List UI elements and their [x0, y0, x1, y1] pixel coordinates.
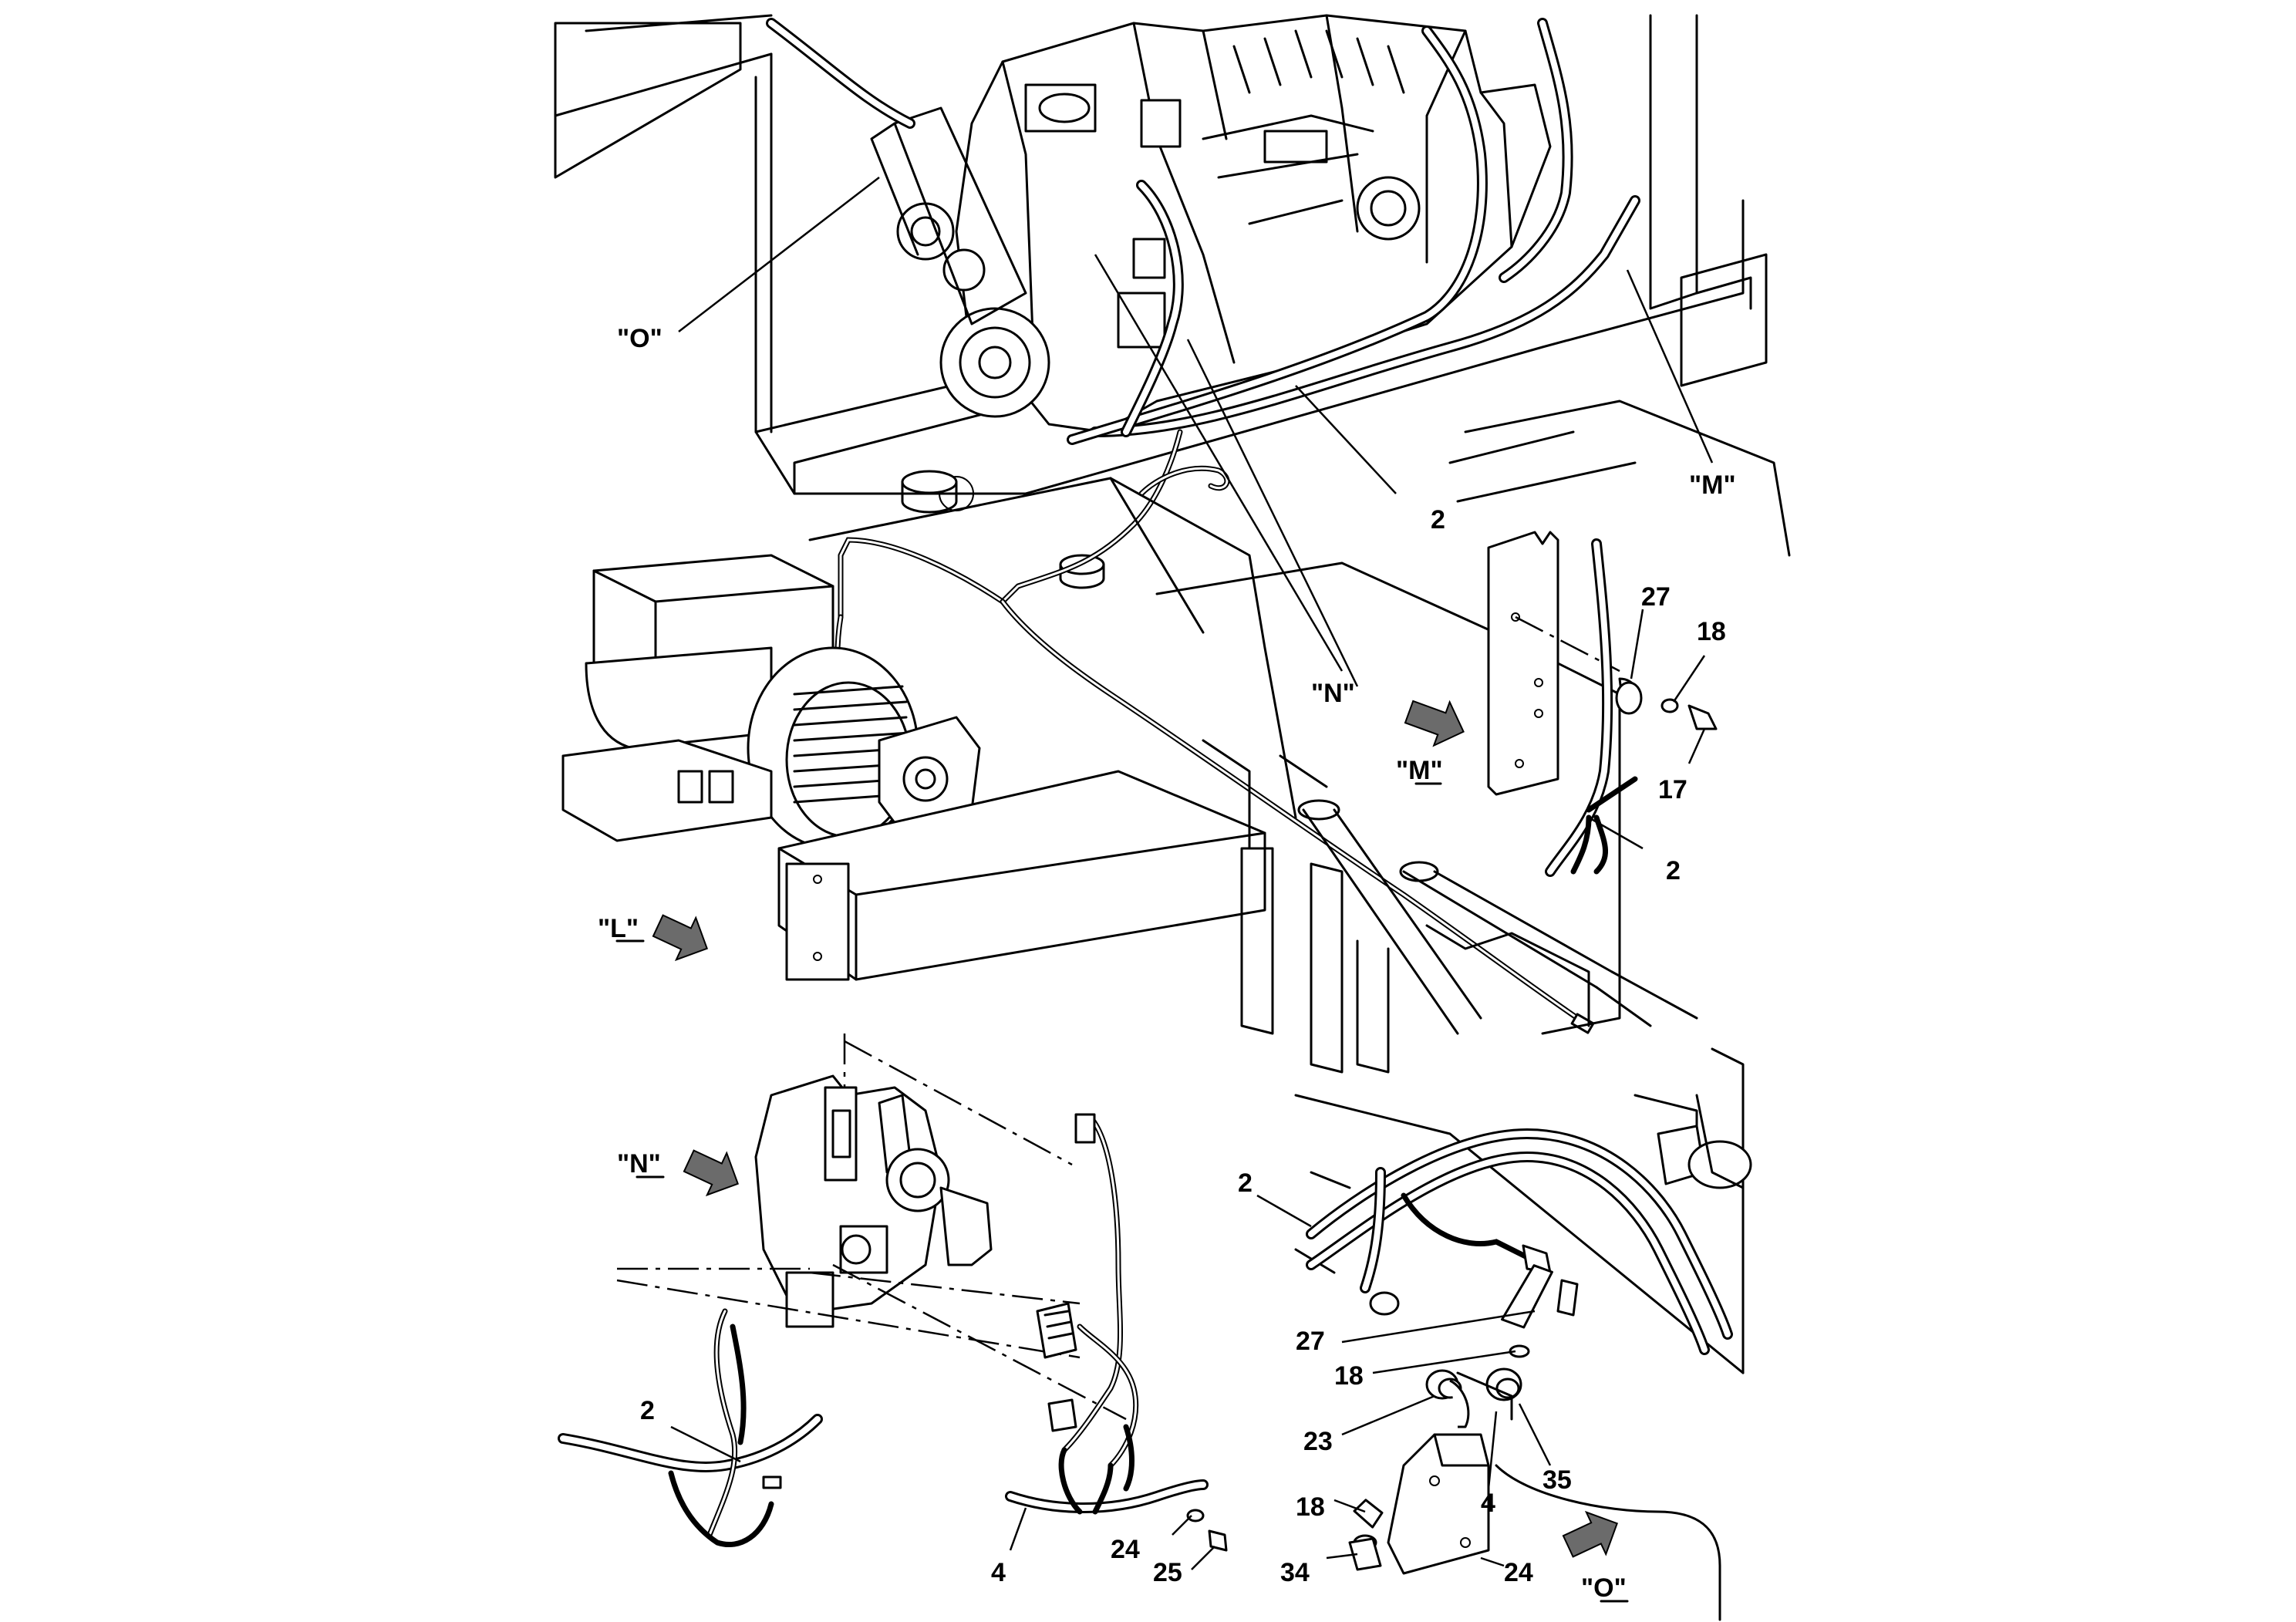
detail-m-assembly [1487, 531, 1718, 877]
callout-m-27: 27 [1641, 582, 1671, 612]
generator [561, 554, 981, 850]
callout-item-2: 2 [1431, 505, 1445, 534]
view-o-arrow [1562, 1510, 1619, 1558]
view-l-detail-label: "L" [598, 914, 639, 943]
callout-o-18a: 18 [1334, 1361, 1364, 1391]
detail-o-assembly [1256, 1047, 1752, 1621]
callout-o-18b: 18 [1296, 1492, 1325, 1522]
view-n-detail-label: "N" [617, 1149, 661, 1179]
callout-view-o: "O" [617, 324, 663, 353]
callout-n-24: 24 [1111, 1535, 1140, 1564]
callout-m-18: 18 [1697, 617, 1726, 646]
callout-o-27: 27 [1296, 1327, 1325, 1356]
engine-block [870, 14, 1552, 433]
main-leader-lines [678, 177, 1714, 687]
callout-view-n: "N" [1311, 679, 1355, 708]
callout-o-34: 34 [1280, 1558, 1310, 1587]
view-m-arrow [1404, 700, 1465, 747]
callout-o-24: 24 [1504, 1558, 1533, 1587]
base-frame-beams [777, 400, 1791, 1074]
view-m-detail-label: "M" [1396, 756, 1443, 785]
callout-n-2: 2 [640, 1396, 655, 1425]
callout-m-17: 17 [1658, 775, 1687, 804]
main-harness-cable [766, 18, 1640, 445]
callout-view-m: "M" [1689, 470, 1736, 500]
callout-o-2: 2 [1238, 1168, 1253, 1198]
detail-n-assembly [558, 1034, 1228, 1570]
callout-o-23: 23 [1303, 1427, 1333, 1456]
view-l-arrow [652, 914, 709, 962]
view-o-detail-label: "O" [1581, 1573, 1627, 1603]
callout-m-2: 2 [1666, 856, 1681, 885]
view-n-arrow [683, 1149, 740, 1197]
callout-o-4: 4 [1481, 1489, 1495, 1518]
callout-n-4: 4 [991, 1558, 1006, 1587]
callout-o-35: 35 [1542, 1465, 1572, 1495]
callout-n-25: 25 [1153, 1558, 1182, 1587]
